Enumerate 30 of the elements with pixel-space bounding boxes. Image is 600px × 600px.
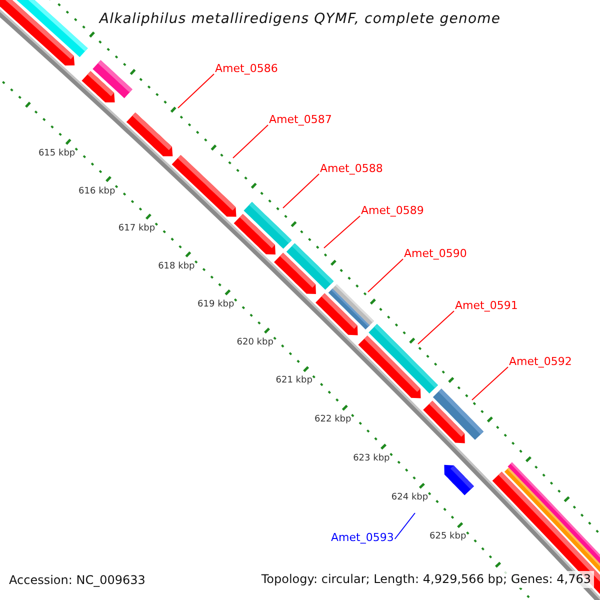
title: Alkaliphilus metalliredigens QYMF, complete genome — [98, 10, 502, 29]
gene-label: Amet_0587 — [269, 113, 332, 127]
gene-label: Amet_0590 — [404, 247, 467, 261]
tick-label: 625 kbp — [430, 531, 466, 542]
leader-line — [282, 174, 320, 208]
leader-line — [178, 74, 214, 108]
genome-stats-text: Topology: circular; Length: 4,929,566 bp; Genes: 4,763 — [258, 571, 594, 588]
gene-label: Amet_0589 — [361, 204, 424, 218]
leader-line — [232, 124, 268, 158]
gene-label: Amet_0593 — [331, 531, 394, 545]
tick-label: 615 kbp — [38, 148, 76, 160]
tick-label: 621 kbp — [276, 376, 312, 387]
tick-label: 616 kbp — [78, 186, 116, 197]
tick-label: 619 kbp — [198, 299, 234, 310]
leader-line — [472, 366, 508, 400]
tick-label: 622 kbp — [314, 414, 352, 426]
gene-label: Amet_0586 — [215, 62, 278, 76]
tick-label: 620 kbp — [236, 337, 274, 348]
leader-line — [324, 216, 360, 248]
accession-text: Accession: NC_009633 — [9, 573, 146, 588]
tick-label: 623 kbp — [353, 453, 390, 464]
tick-label: 617 kbp — [118, 223, 156, 234]
leader-line — [394, 512, 416, 540]
gene-label: Amet_0591 — [455, 299, 518, 313]
tick-label: 624 kbp — [391, 492, 428, 504]
leader-line — [418, 310, 454, 344]
gene-label: Amet_0588 — [320, 162, 383, 176]
leader-line — [368, 258, 404, 292]
gene-label: Amet_0592 — [509, 355, 572, 369]
tick-label: 618 kbp — [158, 261, 195, 272]
